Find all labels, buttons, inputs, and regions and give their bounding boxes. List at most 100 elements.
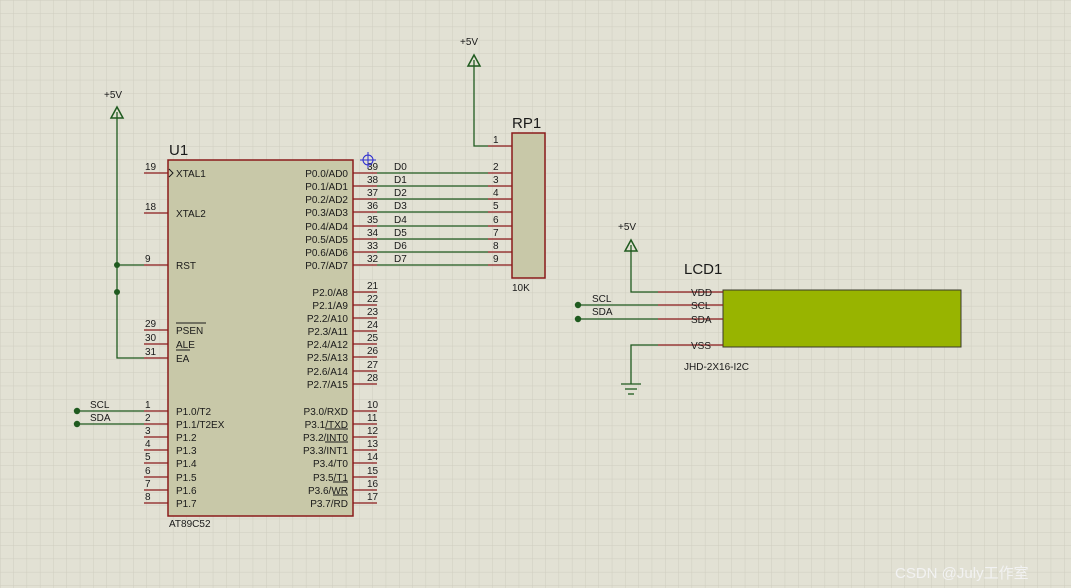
u1-pin-name: P1.1/T2EX (176, 420, 225, 431)
u1-pin-number: 17 (367, 492, 379, 503)
u1-pin-name: P3.5/T1 (313, 473, 348, 484)
u1-pin-name: P2.4/A12 (307, 340, 349, 351)
u1-pin-name: P0.3/AD3 (305, 208, 348, 219)
u1-pin-number: 22 (367, 294, 379, 305)
u1-pin-name: P1.4 (176, 459, 197, 470)
lcd-pin-name: VSS (691, 341, 711, 352)
u1-pin-name: P1.3 (176, 446, 197, 457)
power-symbol-rp1[interactable]: +5V (460, 37, 482, 67)
u1-pin-number: 27 (367, 360, 379, 371)
rp1-pin-number: 8 (493, 241, 499, 252)
u1-pin-number: 11 (367, 413, 378, 424)
u1-pin-name: P3.0/RXD (304, 407, 348, 418)
net-terminal-dot (574, 301, 582, 309)
power-symbol-u1[interactable]: +5V (104, 90, 125, 119)
bus-net-label: D4 (394, 215, 407, 226)
u1-pin-name: P2.1/A9 (312, 301, 348, 312)
u1-pin-name: P2.3/A11 (308, 327, 349, 338)
bus-net-label: D0 (394, 162, 407, 173)
u1-pin-number: 5 (145, 452, 151, 463)
lcd-vss-wire (630, 344, 658, 384)
bus-net-label: D6 (394, 241, 407, 252)
u1-pin-name: P0.1/AD1 (305, 182, 348, 193)
u1-pin-number: 36 (367, 201, 379, 212)
u1-pin-number: 12 (367, 426, 379, 437)
u1-pin-name: P1.7 (176, 499, 197, 510)
u1-pin-name: P3.7/RD (310, 499, 348, 510)
u1-pin-name: P3.4/T0 (313, 459, 348, 470)
u1-pin-name: P1.0/T2 (176, 407, 211, 418)
lcd-pin-name: VDD (691, 288, 712, 299)
u1-pin-name: P0.6/AD6 (305, 248, 348, 259)
rp1-pin-number: 4 (493, 188, 499, 199)
u1-right-pins: 39P0.0/AD038P0.1/AD137P0.2/AD236P0.3/AD3… (303, 162, 379, 510)
junction-dot (114, 289, 120, 295)
u1-pin-number: 18 (145, 202, 157, 213)
lcd-screen[interactable] (722, 289, 962, 348)
wires (77, 66, 658, 425)
u1-pin-number: 32 (367, 254, 379, 265)
lcd-pin-name: SCL (691, 301, 711, 312)
u1-pin-number: 16 (367, 479, 379, 490)
u1-pin-number: 25 (367, 333, 379, 344)
u1-ref-label: U1 (169, 142, 188, 159)
power-label: +5V (460, 37, 478, 48)
bus-net-label: D7 (394, 254, 407, 265)
u1-pin-number: 24 (367, 320, 379, 331)
u1-pin-number: 31 (145, 347, 157, 358)
u1-pin-number: 9 (145, 254, 151, 265)
u1-pin-number: 38 (367, 175, 379, 186)
lcd-sda-net-label: SDA (592, 307, 613, 318)
u1-pin-number: 30 (145, 333, 157, 344)
u1-pin-number: 14 (367, 452, 379, 463)
watermark-text: CSDN @July工作室 (895, 565, 1029, 582)
u1-pin-number: 10 (367, 400, 379, 411)
rp1-value-label: 10K (512, 283, 530, 294)
rp1-pin-number: 9 (493, 254, 499, 265)
u1-pin-name: P1.5 (176, 473, 197, 484)
net-terminal-dot (73, 407, 81, 415)
lcd-pin-name: SDA (691, 315, 712, 326)
u1-component[interactable]: U1 AT89C52 19XTAL118XTAL29RST29PSEN30ALE… (144, 142, 379, 530)
u1-pin-name: P3.6/WR (308, 486, 348, 497)
u1-pin-number: 7 (145, 479, 151, 490)
u1-pin-name: P2.6/A14 (307, 367, 349, 378)
lcd-vdd-wire (630, 251, 658, 293)
u1-pin-number: 34 (367, 228, 379, 239)
bus-net-label: D2 (394, 188, 407, 199)
u1-pin-name: EA (176, 354, 190, 365)
u1-body[interactable] (167, 159, 354, 517)
u1-pin-name: ALE (176, 340, 195, 351)
rp1-body[interactable] (511, 132, 546, 279)
ground-symbol-lcd[interactable] (621, 383, 641, 395)
u1-pin-number: 33 (367, 241, 379, 252)
u1-pin-name: P0.5/AD5 (305, 235, 348, 246)
origin-marker-icon (360, 152, 376, 168)
junction-dot (114, 262, 120, 268)
u1-pin-number: 6 (145, 466, 151, 477)
u1-pin-number: 8 (145, 492, 151, 503)
u1-pin-number: 4 (145, 439, 151, 450)
lcd-scl-net-label: SCL (592, 294, 612, 305)
bus-net-label: D3 (394, 201, 407, 212)
u1-part-label: AT89C52 (169, 519, 211, 530)
u1-pin-name: P1.2 (176, 433, 197, 444)
u1-pin-number: 13 (367, 439, 379, 450)
u1-pin-name: P3.1/TXD (305, 420, 348, 431)
u1-pin-number: 1 (145, 400, 151, 411)
net-terminal-dot (73, 420, 81, 428)
rp1-ref-label: RP1 (512, 115, 541, 132)
power-symbol-lcd[interactable]: +5V (618, 222, 639, 252)
u1-pin-number: 35 (367, 215, 379, 226)
rp1-pin-number: 2 (493, 162, 499, 173)
u1-pin-number: 2 (145, 413, 151, 424)
net-terminal-dot (574, 315, 582, 323)
xtal1-clock-marker (168, 168, 174, 178)
u1-scl-net-label: SCL (90, 400, 110, 411)
u1-pin-name: P1.6 (176, 486, 197, 497)
junctions (73, 262, 582, 428)
